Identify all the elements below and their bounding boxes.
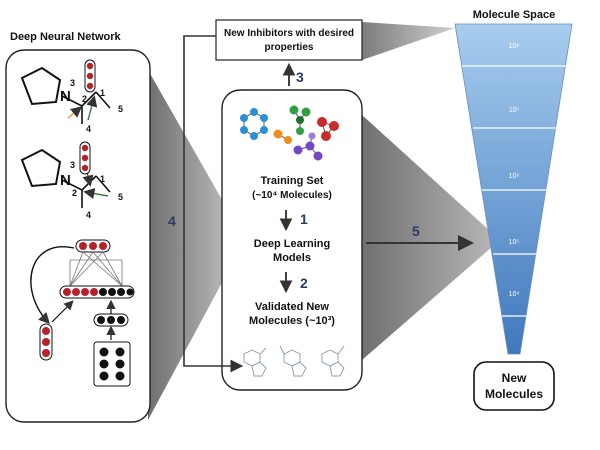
new-inhibitors-line2: properties [265,42,314,53]
validated-line1: Validated New [255,301,329,313]
step-4-number: 4 [168,213,176,229]
step-5-number: 5 [412,223,420,239]
new-molecules-box [473,361,555,411]
mol-top-4: 4 [86,124,91,134]
mol-bottom-5: 5 [118,192,123,202]
new-molecules-line2: Molecules [485,387,543,401]
mol-top-2: 2 [82,94,87,104]
loop-connector [183,35,244,373]
funnel-center-to-space [362,115,500,360]
validated-molecules-icon [243,345,345,377]
training-molecules-icon [240,105,339,161]
mol-top-3: 3 [70,78,75,88]
molecule-top [20,59,111,124]
dl-models-line2: Models [273,252,311,264]
dl-models-line1: Deep Learning [254,238,330,250]
funnel-topbox-to-space [362,22,455,60]
step-3-number: 3 [296,69,304,85]
funnel-left-to-center [148,70,245,420]
new-inhibitors-box [215,19,363,61]
mol-bottom-N: N [60,172,71,189]
mol-top-N: N [60,88,71,105]
mol-bottom-2: 2 [72,188,77,198]
mol-top-1: 1 [100,88,105,98]
mol-bottom-4: 4 [86,210,91,220]
level-10-6: 10⁶ [509,173,520,180]
level-10-7: 10⁷ [509,107,520,114]
step-2-number: 2 [300,275,308,291]
level-10-4: 10⁴ [509,291,520,298]
center-panel-box [221,89,363,391]
level-10-8: 10⁸ [509,43,520,50]
step-1-number: 1 [300,211,308,227]
mol-bottom-3: 3 [70,160,75,170]
mol-bottom-1: 1 [100,174,105,184]
left-panel-title: Deep Neural Network [10,31,122,43]
neural-network [30,239,135,387]
molecule-space-funnel [454,23,573,355]
level-10-5: 10⁵ [509,239,520,246]
training-set-label: Training Set [261,175,324,187]
training-count-label: (~10⁴ Molecules) [252,190,332,201]
molecule-bottom [20,141,111,208]
mol-top-5: 5 [118,104,123,114]
new-molecules-line1: New [502,371,527,385]
validated-line2: Molecules (~10³) [249,315,335,327]
molecule-space-title: Molecule Space [473,9,556,21]
molecule-space-bands [462,65,566,317]
new-inhibitors-line1: New Inhibitors with desired [224,28,354,39]
